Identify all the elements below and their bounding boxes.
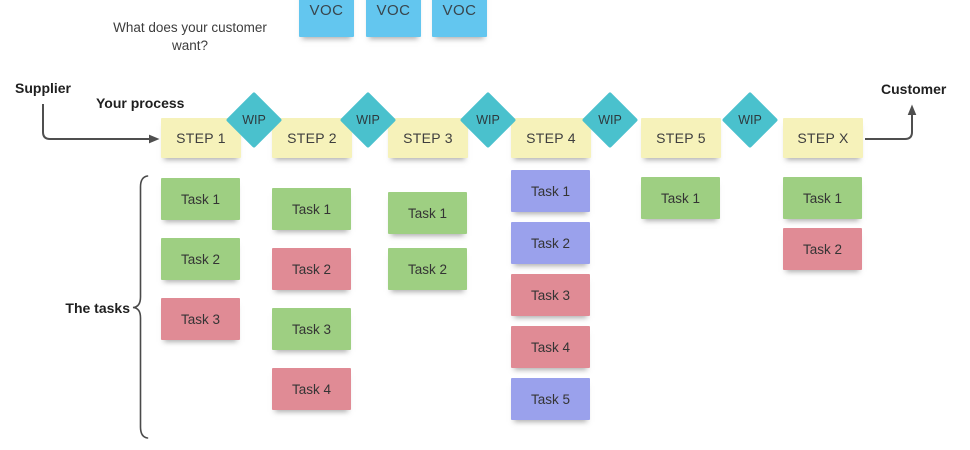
wip-label: WIP (242, 113, 266, 127)
task-note-label: Task 2 (291, 261, 332, 277)
task-note: Task 1 (511, 170, 590, 212)
wip-label: WIP (356, 113, 380, 127)
voc-note-label: VOC (442, 1, 477, 19)
task-note: Task 1 (783, 177, 862, 219)
task-note-label: Task 1 (407, 205, 448, 221)
task-note: Task 1 (388, 192, 467, 234)
customer-question-label: What does your customer want? (113, 20, 267, 53)
task-note-label: Task 1 (802, 190, 843, 206)
wip-label: WIP (738, 113, 762, 127)
wip-diamond-icon: WIP (581, 91, 639, 149)
wip-diamond-icon: WIP (459, 91, 517, 149)
step-note: STEP 1 (161, 118, 241, 158)
task-note-label: Task 3 (180, 311, 221, 327)
task-note-label: Task 4 (530, 339, 571, 355)
customer-arrowhead-icon (907, 104, 917, 115)
task-note-label: Task 2 (407, 261, 448, 277)
task-note: Task 3 (511, 274, 590, 316)
wip-diamond-icon: WIP (721, 91, 779, 149)
tasks-brace-icon (132, 175, 149, 439)
voc-note: VOC (432, 0, 487, 37)
step-note: STEP 3 (388, 118, 468, 158)
task-note-label: Task 1 (291, 201, 332, 217)
step-note-label: STEP 1 (176, 130, 226, 146)
step-note: STEP X (783, 118, 863, 158)
task-note-label: Task 5 (530, 391, 571, 407)
task-note: Task 4 (511, 326, 590, 368)
the-tasks-label: The tasks (65, 300, 130, 316)
task-note: Task 3 (272, 308, 351, 350)
task-note: Task 2 (161, 238, 240, 280)
voc-note-label: VOC (309, 1, 344, 19)
voc-note-label: VOC (376, 1, 411, 19)
task-note: Task 2 (511, 222, 590, 264)
voc-note: VOC (366, 0, 421, 37)
wip-label: WIP (476, 113, 500, 127)
task-note-label: Task 1 (530, 183, 571, 199)
task-note: Task 2 (272, 248, 351, 290)
step-note-label: STEP 4 (526, 130, 576, 146)
customer-label: Customer (881, 81, 947, 97)
task-note-label: Task 1 (660, 190, 701, 206)
step-note: STEP 4 (511, 118, 591, 158)
task-note-label: Task 1 (180, 191, 221, 207)
step-note-label: STEP 2 (287, 130, 337, 146)
task-note: Task 4 (272, 368, 351, 410)
task-note: Task 1 (641, 177, 720, 219)
step-note-label: STEP 3 (403, 130, 453, 146)
your-process-label: Your process (96, 95, 185, 111)
wip-diamond-icon: WIP (225, 91, 283, 149)
task-note: Task 1 (161, 178, 240, 220)
task-note: Task 1 (272, 188, 351, 230)
task-note-label: Task 3 (291, 321, 332, 337)
task-note: Task 5 (511, 378, 590, 420)
task-note-label: Task 4 (291, 381, 332, 397)
step-note: STEP 5 (641, 118, 721, 158)
step-note-label: STEP 5 (656, 130, 706, 146)
task-note-label: Task 2 (180, 251, 221, 267)
supplier-label: Supplier (15, 80, 72, 96)
task-note: Task 2 (783, 228, 862, 270)
task-note: Task 2 (388, 248, 467, 290)
wip-diamond-icon: WIP (339, 91, 397, 149)
customer-arrow (865, 104, 917, 140)
step-note: STEP 2 (272, 118, 352, 158)
task-note-label: Task 3 (530, 287, 571, 303)
task-note-label: Task 2 (802, 241, 843, 257)
task-note: Task 3 (161, 298, 240, 340)
voc-note: VOC (299, 0, 354, 37)
task-note-label: Task 2 (530, 235, 571, 251)
wip-label: WIP (598, 113, 622, 127)
supplier-arrowhead-icon (149, 134, 160, 144)
step-note-label: STEP X (797, 130, 849, 146)
